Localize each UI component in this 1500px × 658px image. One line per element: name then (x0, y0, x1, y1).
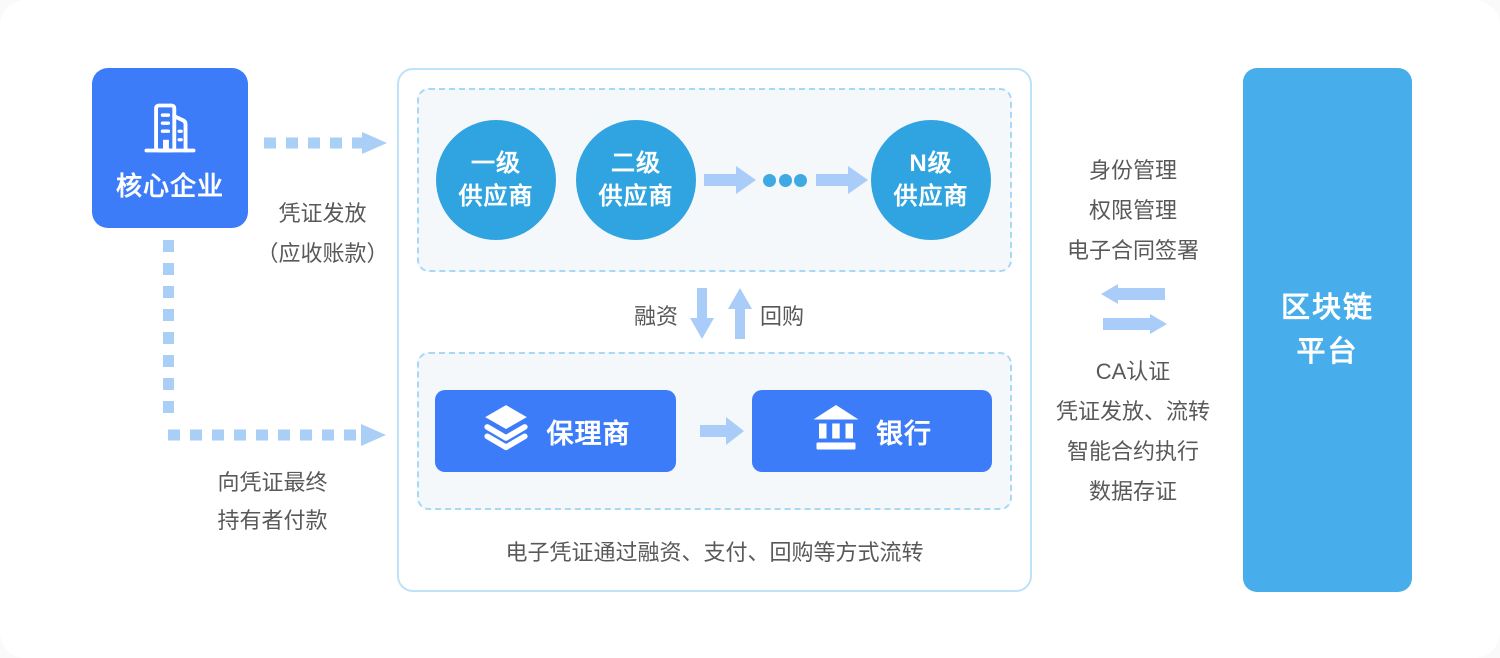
supplier-tier1-line1: 一级 (471, 150, 521, 177)
supplier-tierN-line1: N级 (909, 150, 953, 177)
payment-dotted-arrow (163, 240, 386, 446)
financing-label: 融资 (633, 304, 678, 329)
core-enterprise-label: 核心企业 (115, 171, 224, 201)
circulation-caption: 电子凭证通过融资、支付、回购等方式流转 (505, 540, 924, 565)
feature-permission-mgmt: 权限管理 (1088, 198, 1177, 223)
blockchain-platform-panel: 区块链 平台 (1243, 68, 1412, 592)
issue-flow-line1: 凭证发放 (278, 201, 367, 226)
bank-node: 银行 (752, 390, 992, 472)
feature-identity-mgmt: 身份管理 (1088, 158, 1177, 183)
supplier-tier2-node: 二级 供应商 (576, 120, 696, 240)
payment-flow-line1: 向凭证最终 (217, 470, 328, 495)
bank-icon (812, 404, 860, 459)
platform-features-bottom: CA认证 凭证发放、流转 智能合约执行 数据存证 (1028, 352, 1238, 512)
buyback-up-arrow (728, 288, 752, 339)
issue-flow-line2: （应收账款） (256, 241, 389, 266)
sync-arrows-icon (1101, 284, 1167, 334)
payment-flow-label: 向凭证最终 持有者付款 (190, 464, 355, 540)
feature-smart-contract-exec: 智能合约执行 (1066, 439, 1199, 464)
supplier-tierN-line2: 供应商 (893, 183, 969, 210)
factor-to-bank-arrow (700, 417, 744, 445)
feature-voucher-issue-transfer: 凭证发放、流转 (1055, 399, 1210, 424)
supplier-tier1-line2: 供应商 (458, 183, 534, 210)
feature-ca-auth: CA认证 (1095, 359, 1171, 384)
buyback-label: 回购 (760, 304, 805, 329)
issue-flow-label: 凭证发放 （应收账款） (240, 194, 405, 274)
factor-label: 保理商 (546, 418, 631, 449)
issue-dotted-arrow (264, 132, 387, 154)
platform-features-top: 身份管理 权限管理 电子合同签署 (1040, 151, 1226, 271)
building-icon (140, 92, 200, 164)
factor-node: 保理商 (435, 390, 676, 472)
supplier-tier2-line2: 供应商 (598, 183, 674, 210)
feature-data-evidence: 数据存证 (1088, 479, 1177, 504)
platform-label-line1: 区块链 (1280, 292, 1374, 324)
supplier-tierN-node: N级 供应商 (871, 120, 991, 240)
core-enterprise-node: 核心企业 (92, 68, 248, 228)
payment-flow-line2: 持有者付款 (217, 508, 328, 533)
supplier-tier1-node: 一级 供应商 (436, 120, 556, 240)
ellipsis-dots-icon (763, 174, 807, 187)
bank-label: 银行 (876, 418, 932, 449)
supplier-arrow-1 (704, 166, 756, 194)
feature-econtract-sign: 电子合同签署 (1066, 238, 1199, 263)
supplier-tier2-line1: 二级 (611, 150, 661, 177)
platform-label-line2: 平台 (1296, 336, 1359, 368)
financing-down-arrow (690, 288, 714, 339)
supplier-arrow-2 (816, 166, 868, 194)
layers-icon (481, 403, 531, 460)
